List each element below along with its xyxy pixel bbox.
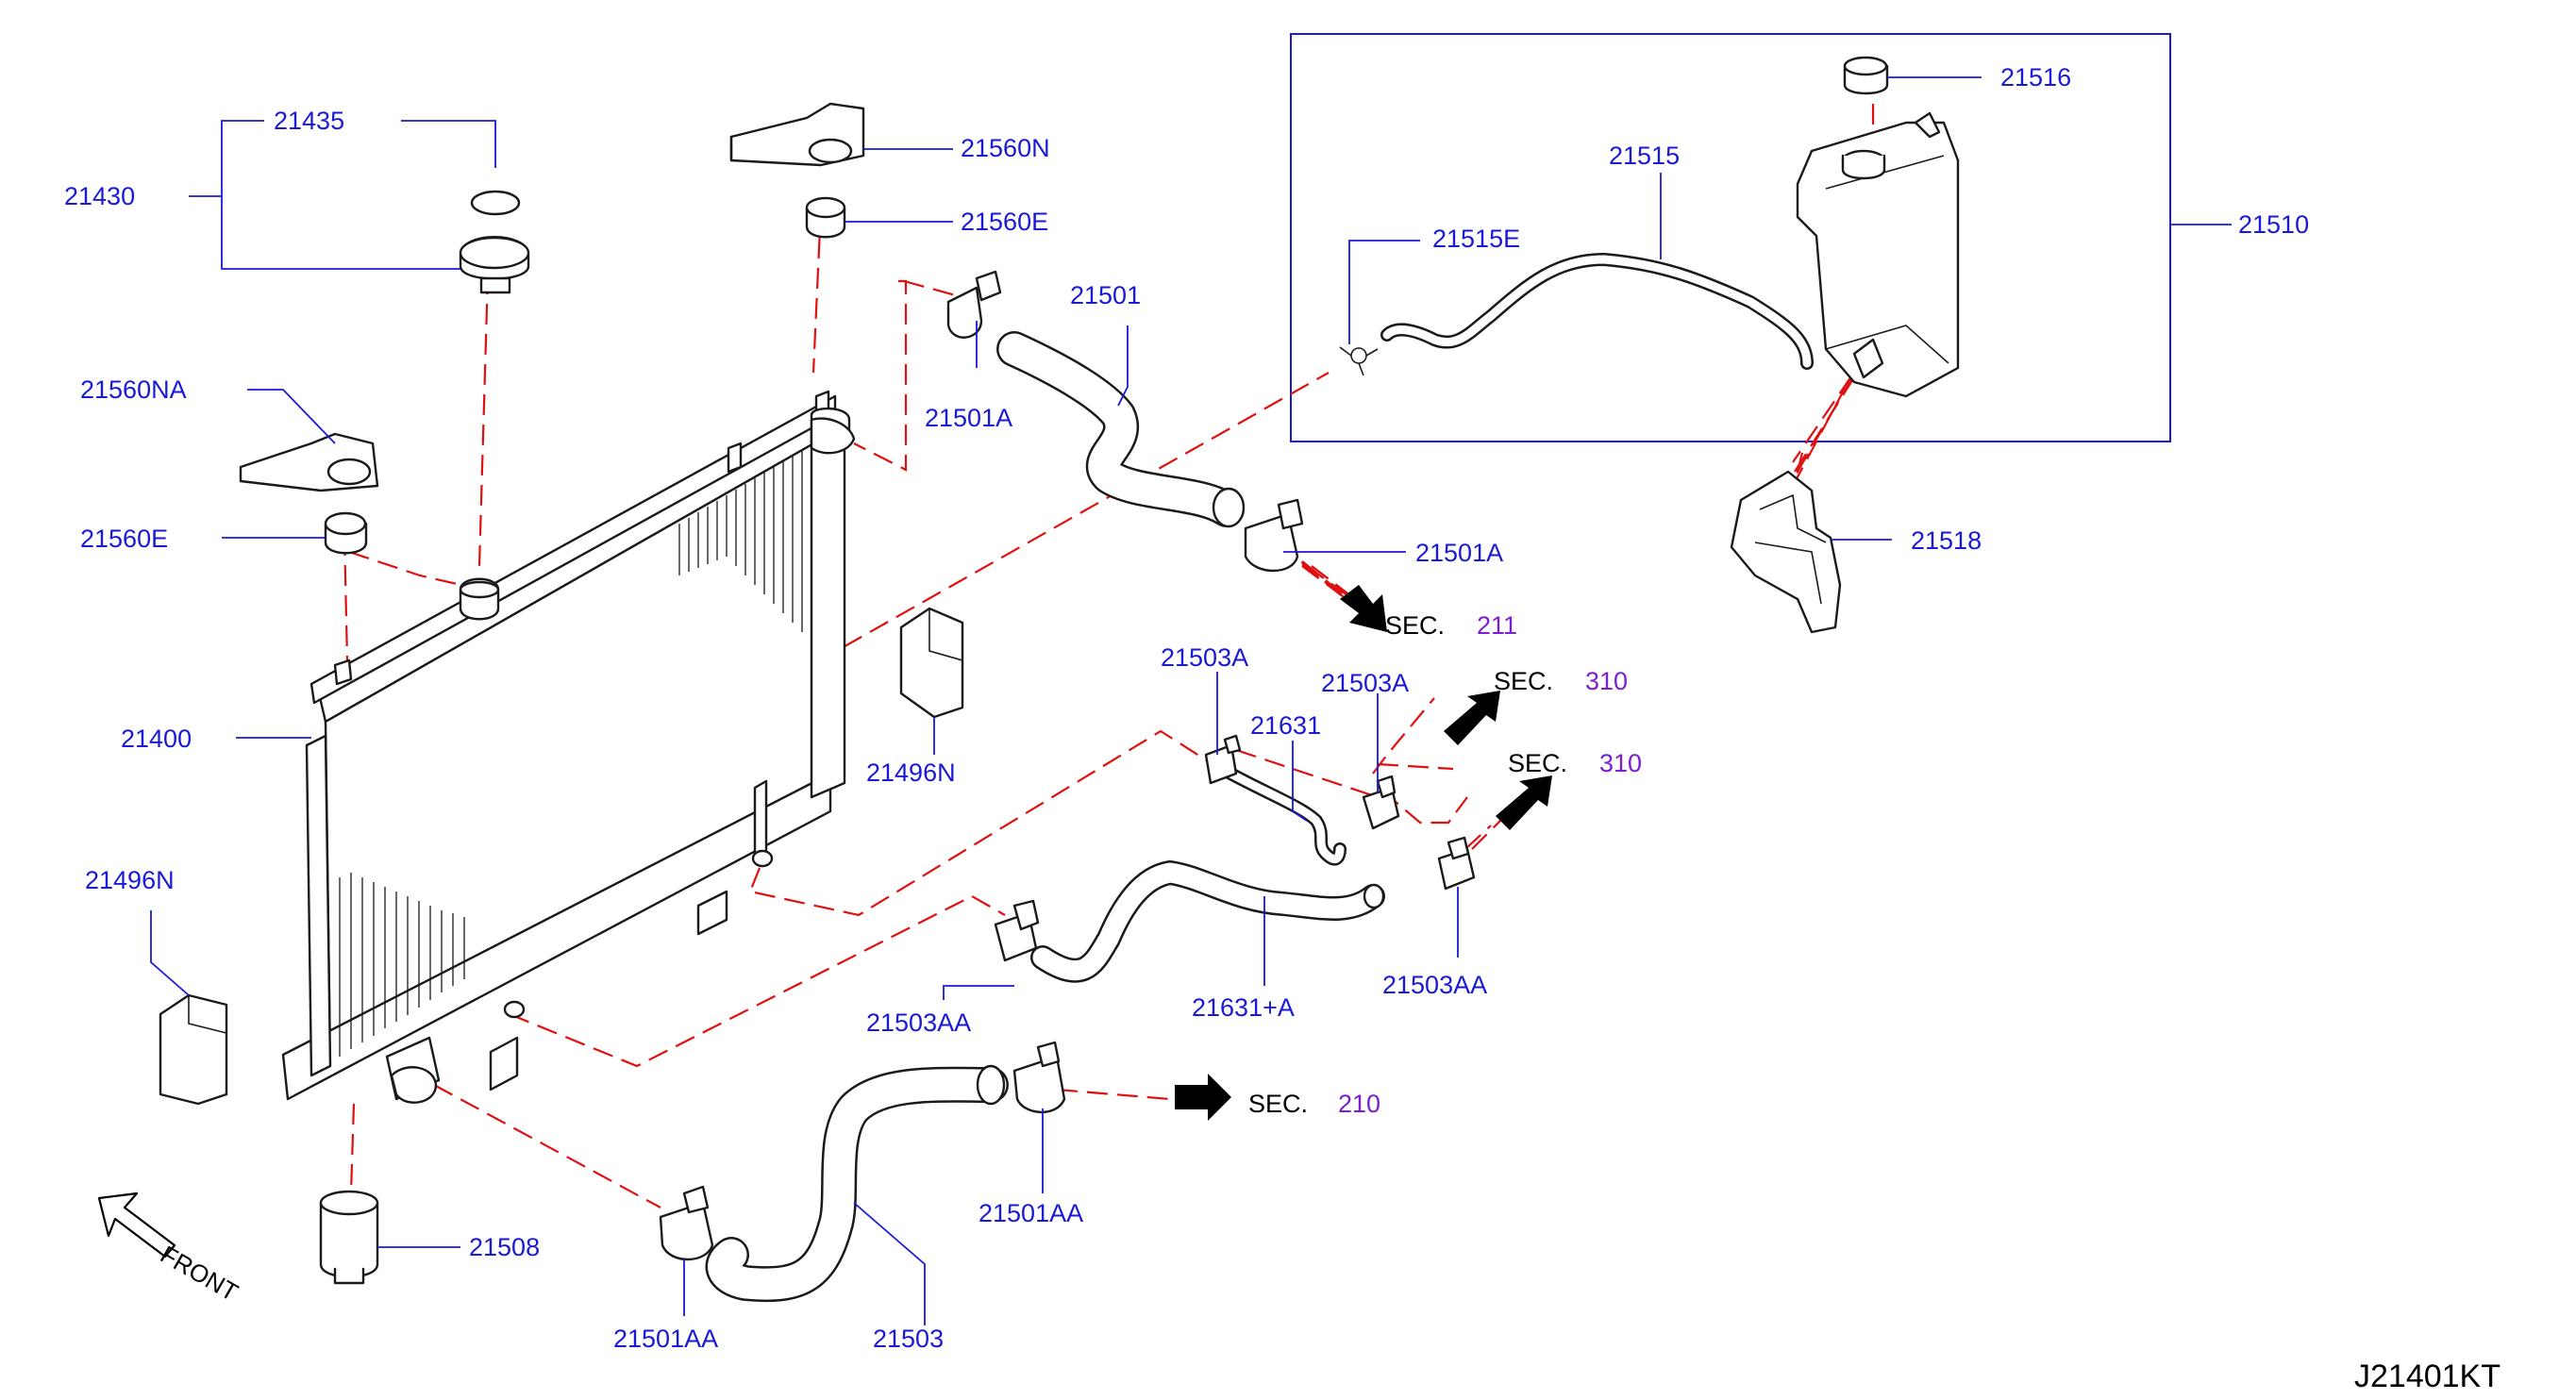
label-21501A-top: 21501A [925,404,1012,432]
sec-arrow-211 [1340,585,1387,632]
clamp-21503AA-left [994,899,1040,962]
label-21515E: 21515E [1432,225,1520,253]
label-21501A-right: 21501A [1415,539,1503,567]
upper-mount-insulator-right [805,196,846,239]
label-21400: 21400 [121,725,192,753]
label-21496N-left: 21496N [85,866,175,894]
reservoir-group-box [1290,33,2171,442]
label-21515: 21515 [1609,142,1680,170]
label-21631: 21631 [1250,711,1321,740]
hose-21631A [1030,860,1385,983]
sec-prefix-210: SEC. [1248,1090,1308,1118]
label-21560E-top: 21560E [961,208,1048,236]
reservoir-bracket [1730,470,1842,634]
air-guide-mid [899,607,964,719]
label-21516: 21516 [2000,63,2071,92]
label-21501AA-mid: 21501AA [979,1199,1083,1227]
label-21503AA-left: 21503AA [866,1008,971,1037]
upper-mount-bracket-left [239,432,379,492]
lower-mount-insulator [319,1190,379,1285]
clamp-upper-left [946,270,1002,339]
upper-mount-bracket-right [729,102,865,167]
air-guide-left [159,993,228,1106]
label-21503: 21503 [873,1325,944,1353]
sec-prefix-211: SEC. [1385,611,1445,640]
label-21560NA: 21560NA [80,375,187,404]
label-21560N: 21560N [961,134,1050,162]
sec-number-310-lower: 310 [1599,749,1642,777]
label-21430: 21430 [64,182,135,210]
sec-number-310-upper: 310 [1585,667,1628,695]
sec-number-211: 211 [1477,611,1517,640]
label-21508: 21508 [469,1233,540,1261]
clamp-21503AA-right [1437,836,1476,891]
radiator-lower-outlet [390,1066,438,1104]
leader-lines [150,76,2232,1325]
radiator-fins-upper [678,450,803,632]
reservoir-cap [1843,56,1889,95]
upper-hose [996,331,1246,528]
clamp-21503A-right [1362,775,1400,830]
hose-clip-21515E [1339,346,1379,376]
label-21503A-left: 21503A [1161,643,1248,672]
clamp-21501AA-mid [1012,1041,1066,1114]
clamp-upper-right [1244,498,1304,573]
front-label: FRONT [156,1240,243,1307]
radiator-upper-outlet [810,417,856,455]
section-refs: SEC. 211 SEC. 310 SEC. 310 SEC. 210 [1248,611,1642,1118]
part-labels: 21435 21430 21560N 21560E 21560NA 21560E… [64,63,2309,1353]
clamp-21503A-left [1204,734,1242,785]
label-21501: 21501 [1070,281,1141,309]
small-hose-21631 [1215,762,1347,866]
reservoir-tank [1796,111,1960,398]
label-21560E-left: 21560E [80,525,168,553]
sec-arrow-310-upper [1444,691,1500,745]
label-21496N-mid: 21496N [866,758,956,787]
diagram-id: J21401KT [2354,1358,2501,1394]
label-21518: 21518 [1911,526,1982,555]
label-21503AA-right: 21503AA [1382,971,1487,999]
label-21435: 21435 [274,107,344,135]
sec-prefix-310-upper: SEC. [1494,667,1553,695]
label-21510: 21510 [2238,210,2309,239]
sec-number-210: 210 [1338,1090,1380,1118]
reservoir-hose-21515 [1380,253,1814,370]
radiator-fins-lower [339,873,465,1057]
label-21631A: 21631+A [1192,993,1295,1022]
sec-arrow-210 [1175,1074,1231,1121]
sec-arrow-310-lower [1496,775,1552,830]
lower-hose [705,1064,1009,1303]
front-arrow [97,1192,176,1258]
label-21501AA-bottom: 21501AA [613,1325,718,1353]
label-21503A-right: 21503A [1321,669,1409,697]
sec-prefix-310-lower: SEC. [1508,749,1567,777]
upper-mount-insulator-left [324,511,368,555]
clamp-21501AA-bottom [659,1185,714,1261]
radiator [281,390,851,1101]
radiator-cap [459,190,530,294]
